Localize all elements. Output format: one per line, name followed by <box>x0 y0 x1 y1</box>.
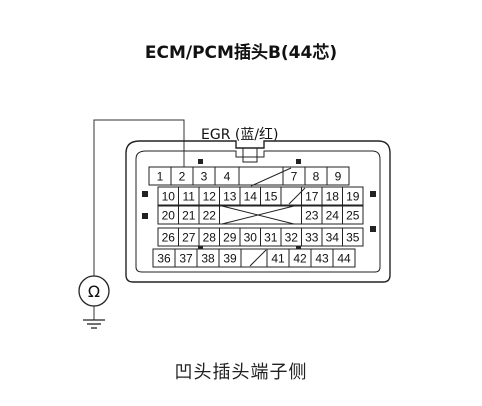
pin-cell <box>342 186 364 206</box>
pin-label: 23 <box>305 209 319 223</box>
pin-label: 36 <box>157 252 171 266</box>
pin-cell <box>240 248 268 268</box>
pin-label: 21 <box>182 209 196 223</box>
pin-label: 44 <box>337 252 351 266</box>
pin-label: 37 <box>179 252 193 266</box>
pin-label: 22 <box>203 209 217 223</box>
pin-label: 12 <box>203 190 217 204</box>
pin-label: 11 <box>183 190 196 204</box>
pin-label: 34 <box>326 231 340 245</box>
connector-housing <box>125 140 391 283</box>
ohmmeter-icon: Ω <box>78 275 110 307</box>
wire-label: EGR (蓝/红) <box>201 127 279 143</box>
pin-label: 9 <box>335 170 342 184</box>
probe-wire <box>93 119 185 320</box>
pin-label: 35 <box>346 231 360 245</box>
pin-label: 13 <box>223 190 237 204</box>
pin-label: 26 <box>162 231 176 245</box>
pin-label: 18 <box>326 190 340 204</box>
pin-cell <box>332 248 356 268</box>
pin-label: 10 <box>162 190 176 204</box>
pin-label: 19 <box>346 190 360 204</box>
pin-label: 1 <box>157 170 164 184</box>
pin-label: 24 <box>326 209 340 223</box>
pin-cell <box>342 227 364 247</box>
pin-label: 39 <box>223 252 237 266</box>
pin-label: 32 <box>285 231 299 245</box>
pin-label: 41 <box>271 252 285 266</box>
pin-label: 2 <box>179 170 186 184</box>
pin-label: 27 <box>182 231 196 245</box>
pin-label: 14 <box>244 190 258 204</box>
ohm-symbol: Ω <box>88 282 100 301</box>
pin-label: 8 <box>313 170 320 184</box>
pin-cell <box>326 166 350 186</box>
pin-label: 38 <box>201 252 215 266</box>
pin-cell <box>238 166 284 186</box>
pin-label: 15 <box>264 190 278 204</box>
pin-label: 25 <box>346 209 360 223</box>
pin-cell <box>342 205 364 225</box>
diagram-title: ECM/PCM插头B(44芯) <box>144 43 338 63</box>
pin-label: 20 <box>162 209 176 223</box>
ground-icon <box>83 319 105 329</box>
pin-label: 7 <box>291 170 298 184</box>
empty-block <box>219 205 302 225</box>
pin-label: 17 <box>305 190 319 204</box>
pin-label: 43 <box>315 252 329 266</box>
pin-label: 33 <box>305 231 319 245</box>
pin-label: 4 <box>224 170 231 184</box>
pin-label: 42 <box>293 252 307 266</box>
pin-label: 29 <box>223 231 237 245</box>
empty-slot-marks <box>221 167 306 267</box>
pin-label: 28 <box>203 231 217 245</box>
pin-label: 31 <box>264 231 278 245</box>
connector-caption: 凹头插头端子侧 <box>174 362 308 383</box>
pin-label: 30 <box>244 231 258 245</box>
pin-label: 3 <box>201 170 208 184</box>
